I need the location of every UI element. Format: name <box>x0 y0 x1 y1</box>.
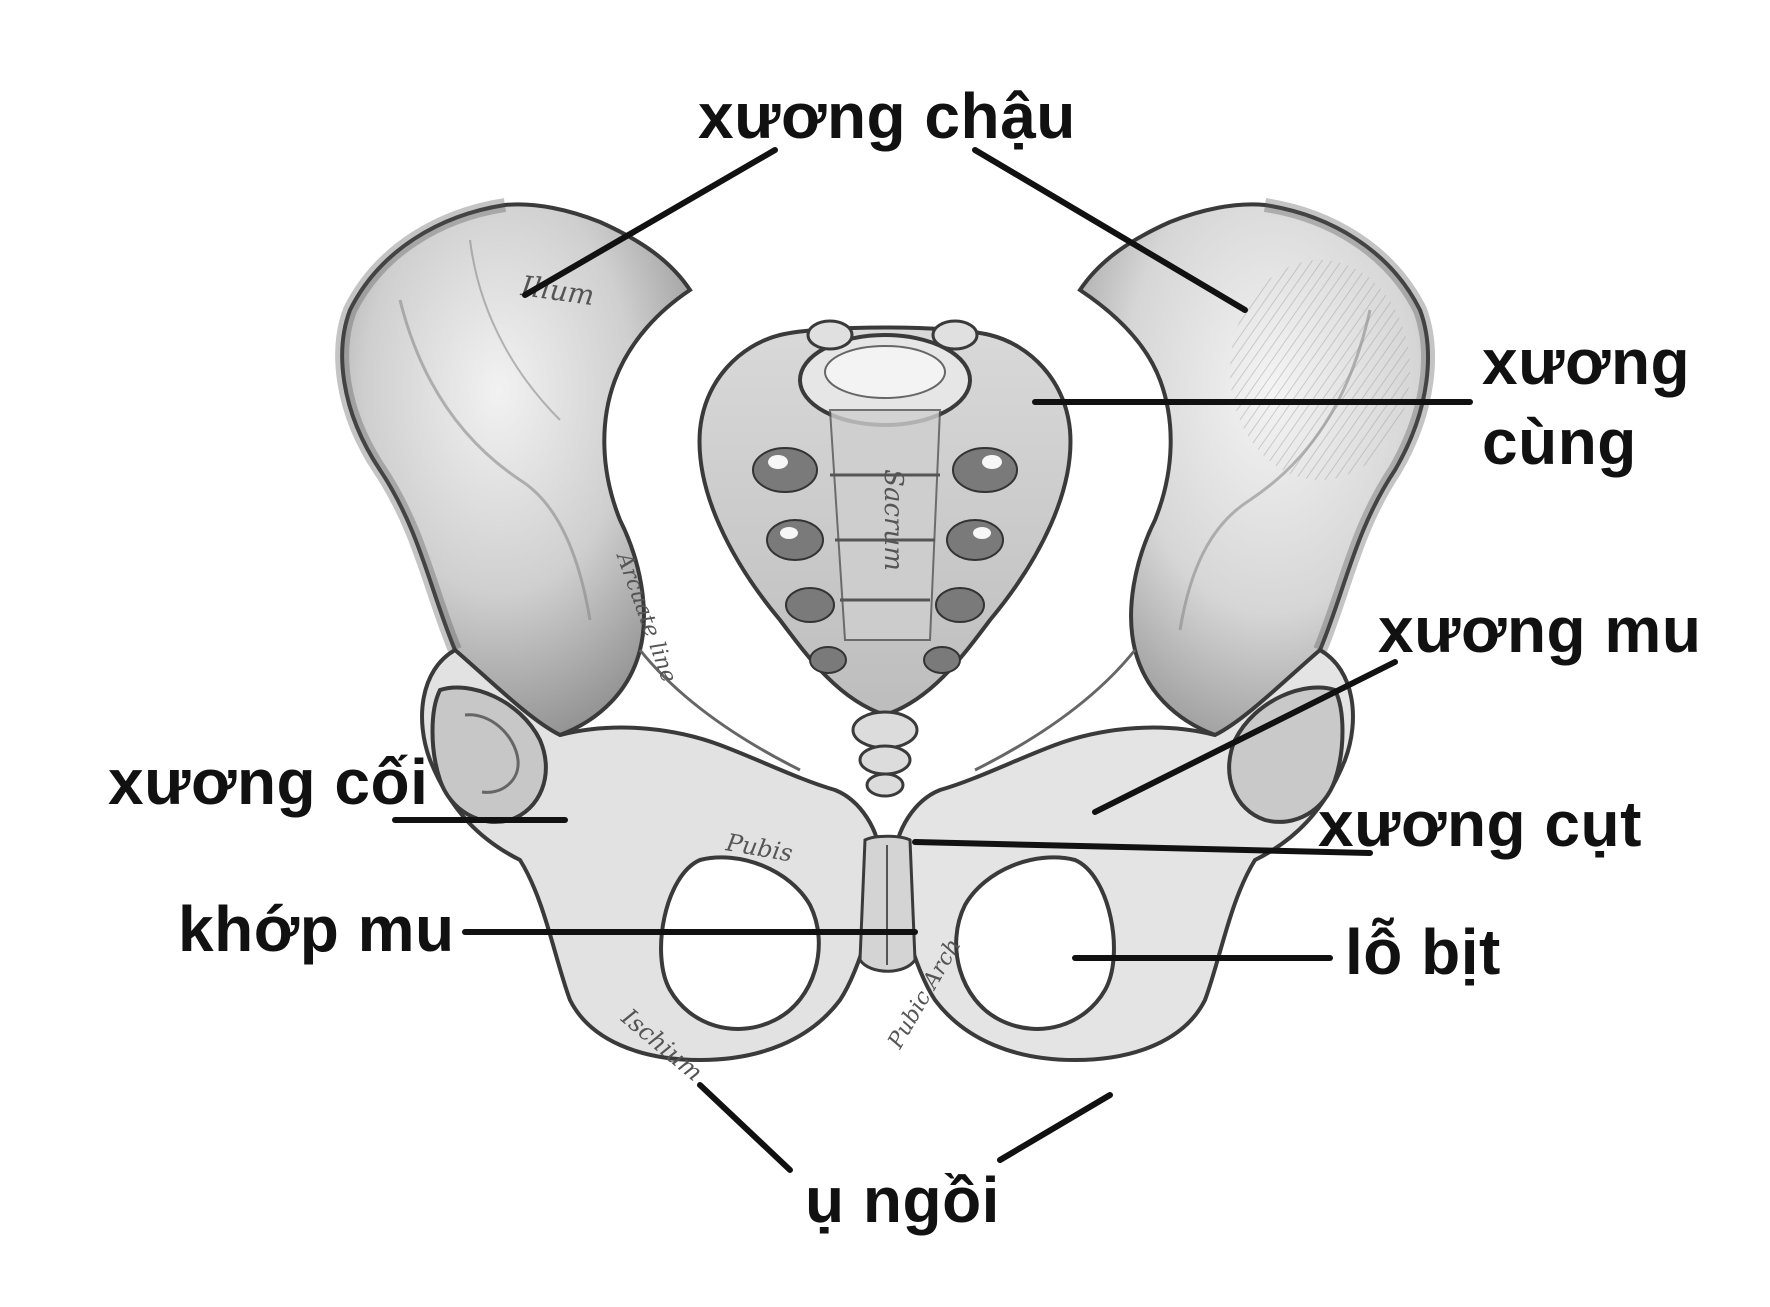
label-sacrum-line1: xương <box>1482 326 1691 398</box>
label-pubis: xương mu <box>1378 594 1702 666</box>
label-ischial-tuberosity: ụ ngồi <box>805 1164 1000 1236</box>
pelvic-brim <box>638 649 1137 772</box>
pubic-symphysis <box>858 834 917 973</box>
left-ilium <box>335 198 693 738</box>
engraved-sacrum: Sacrum <box>878 469 908 571</box>
leader-ischial-left <box>697 1082 793 1173</box>
left-hip-bone-lower <box>420 647 883 1063</box>
leader-pubis <box>1092 659 1398 815</box>
label-ilium: xương chậu <box>698 80 1076 152</box>
leader-lines <box>392 147 1473 1173</box>
label-sacrum-line2: cùng <box>1482 406 1637 478</box>
right-hip-bone-lower <box>892 647 1355 1063</box>
right-ilium <box>1077 198 1435 738</box>
label-acetabulum: xương cối <box>108 746 429 818</box>
leader-ischial-right <box>997 1092 1113 1163</box>
label-pubic-symphysis: khớp mu <box>178 893 455 965</box>
label-obturator-foramen: lỗ bịt <box>1345 916 1501 988</box>
leader-ilium-left <box>522 147 778 298</box>
label-coccyx: xương cụt <box>1318 788 1642 860</box>
coccyx <box>851 710 919 798</box>
leader-coccyx <box>912 839 1373 856</box>
leader-ilium-right <box>972 147 1248 313</box>
sacrum <box>697 319 1073 718</box>
